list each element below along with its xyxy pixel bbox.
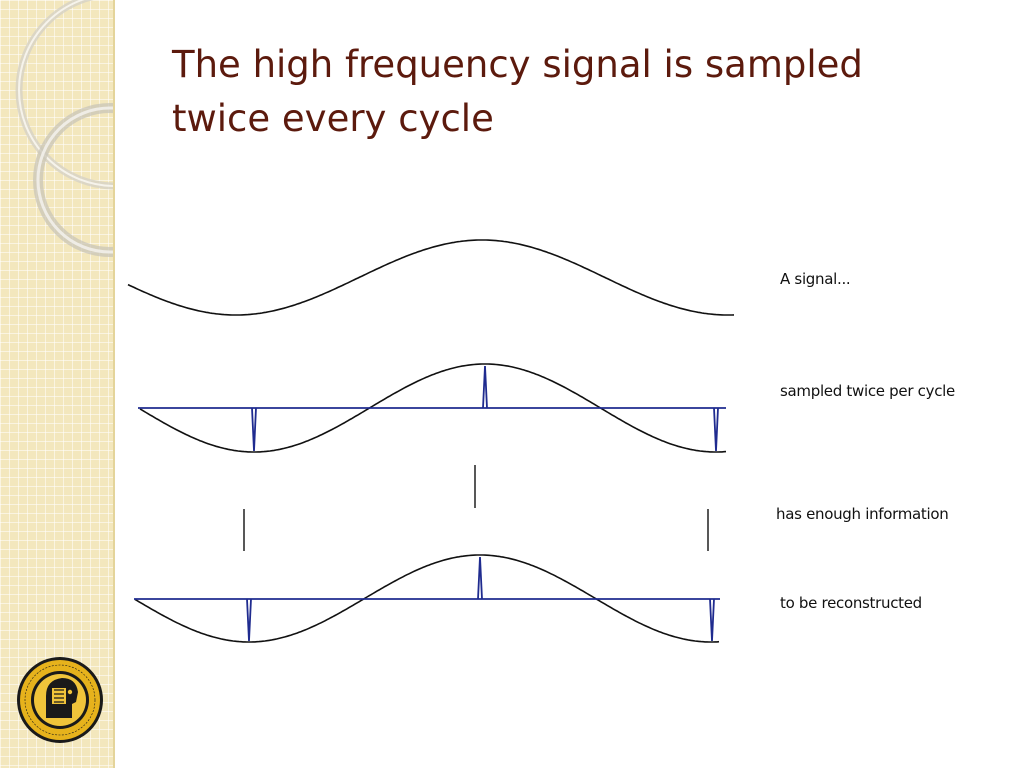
sampling-diagram (127, 239, 735, 643)
sample-spike (246, 598, 252, 642)
sample-spike (713, 407, 719, 452)
school-logo (17, 657, 103, 743)
caption-information: has enough information (776, 505, 949, 523)
signal-wave (127, 239, 735, 316)
sample-spike (709, 598, 715, 642)
caption-sampled: sampled twice per cycle (780, 382, 955, 400)
decorative-circles (15, 0, 113, 257)
slide-title: The high frequency signal is sampled twi… (172, 43, 863, 140)
sample-spike (477, 556, 483, 600)
reconstructed-wave (134, 554, 720, 643)
sample-spike (251, 407, 257, 452)
sample-spikes (246, 556, 715, 642)
caption-reconstructed: to be reconstructed (780, 594, 922, 612)
sample-spike (482, 365, 488, 409)
sampled-signal-wave (139, 363, 727, 453)
caption-signal: A signal... (780, 270, 851, 288)
decorative-sidebar (0, 0, 115, 768)
sample-spikes (251, 365, 719, 452)
